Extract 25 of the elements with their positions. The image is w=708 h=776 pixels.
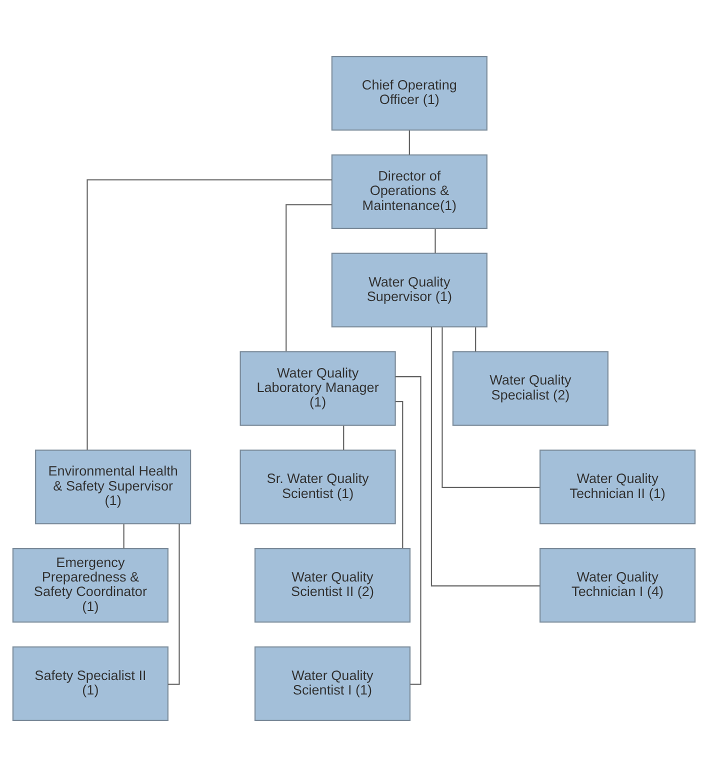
- connector: [286, 204, 332, 351]
- node-box: Emergency Preparedness & Safety Coordinator (1): [12, 547, 168, 622]
- node-box: Water Quality Specialist (2): [452, 350, 608, 426]
- connector: [168, 524, 180, 684]
- connector: [442, 326, 540, 488]
- connector: [408, 130, 410, 154]
- node-box: Safety Specialist II (1): [12, 646, 168, 721]
- connector: [430, 326, 540, 586]
- node-box: Water Quality Scientist II (2): [254, 547, 411, 622]
- node-box: Water Quality Laboratory Manager (1): [240, 350, 396, 426]
- node-box: Chief Operating Officer (1): [331, 55, 488, 130]
- node-box: Sr. Water Quality Scientist (1): [240, 449, 396, 524]
- node-box: Water Quality Scientist I (1): [254, 646, 411, 721]
- connector: [395, 400, 404, 548]
- node-box: Water Quality Supervisor (1): [331, 252, 488, 327]
- node-box: Environmental Health & Safety Supervisor (1): [35, 449, 192, 524]
- node-box: Director of Operations & Maintenance(1): [331, 154, 488, 229]
- connector: [86, 178, 332, 450]
- connector: [475, 326, 476, 352]
- node-box: Water Quality Technician I (4): [540, 547, 696, 622]
- node-box: Water Quality Technician II (1): [540, 449, 696, 524]
- connector: [123, 524, 124, 548]
- connector: [395, 376, 422, 684]
- connector: [343, 425, 344, 450]
- connector: [434, 228, 436, 253]
